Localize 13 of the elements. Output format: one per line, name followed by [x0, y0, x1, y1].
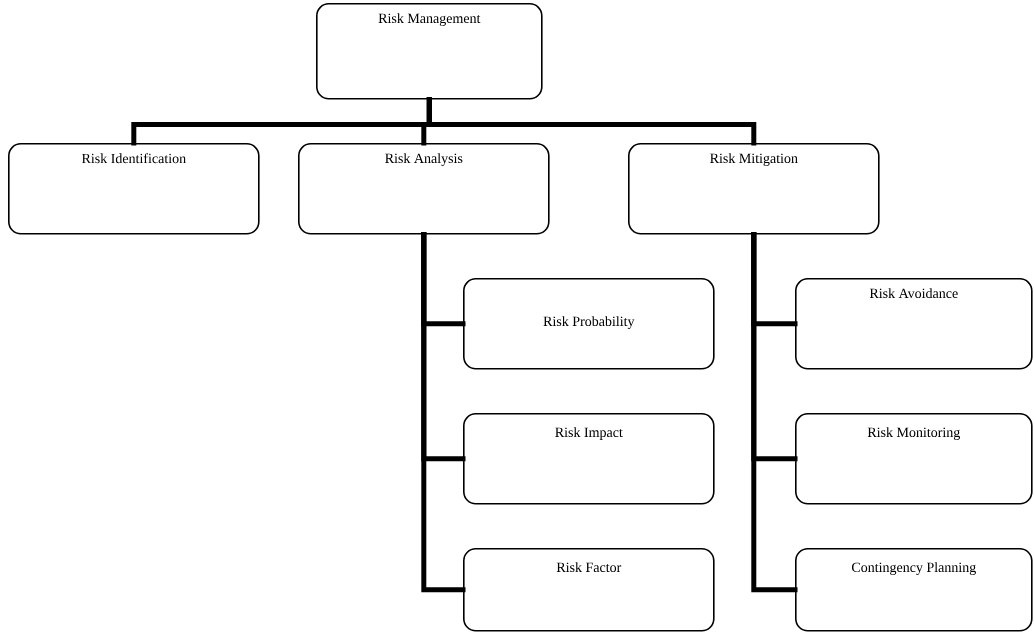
connector-line	[751, 232, 798, 593]
org-box: Risk Factor	[463, 548, 715, 632]
org-box: Contingency Planning	[795, 548, 1033, 632]
org-box: Risk Monitoring	[795, 413, 1033, 505]
org-box: Risk Analysis	[298, 143, 550, 235]
org-box: Risk Impact	[463, 413, 715, 505]
org-box: Risk Identification	[8, 143, 260, 235]
org-box: Risk Avoidance	[795, 278, 1033, 370]
connector-line	[426, 97, 757, 146]
connector-line	[421, 232, 466, 593]
org-box: Risk Mitigation	[628, 143, 880, 235]
org-box: Risk Management	[316, 3, 543, 100]
org-box: Risk Probability	[463, 278, 715, 370]
